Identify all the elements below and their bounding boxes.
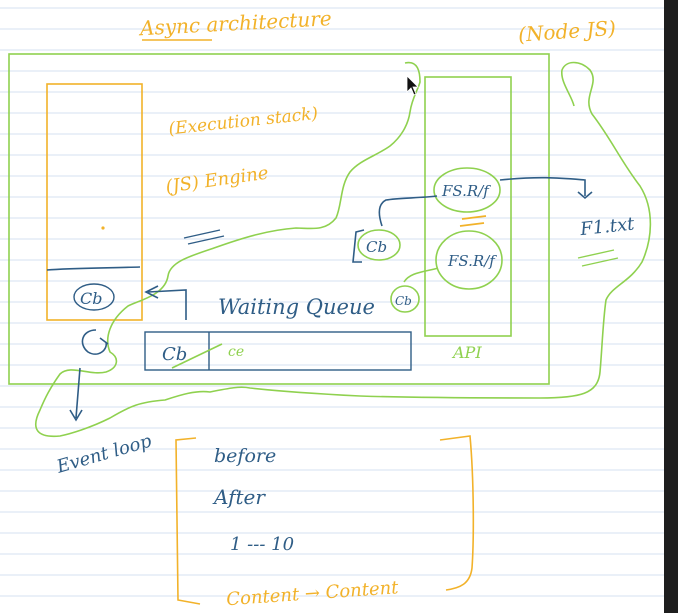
event-loop-arrow: [69, 367, 83, 422]
range-text: 1 --- 10: [230, 534, 294, 555]
fs-to-file-arrow: [499, 176, 593, 200]
fs-equals-mark: [459, 215, 487, 227]
fs-read-text-1: FS.R/f: [441, 182, 491, 200]
fs-read-text-2: FS.R/f: [447, 252, 497, 270]
fs-read-circle-2: [435, 230, 503, 290]
cb-q2-text: ce: [228, 344, 244, 360]
api-box: [424, 76, 512, 337]
stack-divider: [46, 266, 141, 271]
node-frame: [8, 53, 550, 385]
cb-bracket: [352, 229, 365, 263]
event-loop-text: Event loop: [54, 430, 155, 477]
js-engine-text: (JS) Engine: [164, 163, 269, 198]
cb-stack-circle: [73, 283, 115, 311]
content-text: Content → Content: [226, 577, 400, 610]
api-text: API: [451, 343, 482, 362]
stack-dot: [101, 226, 105, 230]
file-text: F1.txt: [578, 213, 636, 240]
cursor-arrow-icon: [406, 75, 419, 96]
cb-right-text: Cb: [395, 294, 412, 308]
bottom-bracket: [175, 437, 201, 605]
node-text: (Node JS): [517, 16, 616, 47]
cb-left-circle: [357, 229, 401, 261]
cb-left-text: Cb: [366, 238, 387, 256]
fs-read-circle-1: [433, 167, 501, 213]
cb-stack-text: Cb: [80, 289, 102, 308]
queue-box: [144, 331, 412, 371]
green-flow-path: [35, 61, 652, 438]
fs-to-cb-right-line: [403, 267, 439, 283]
cb-q1-text: Cb: [162, 344, 187, 365]
before-text: before: [214, 445, 276, 467]
execution-stack-box: [46, 83, 143, 321]
after-text: After: [212, 485, 266, 509]
fs-to-cb-line: [378, 195, 438, 227]
queue-to-stack-arrow: [144, 285, 187, 320]
event-loop-swirl: [81, 329, 109, 355]
scrollbar-track[interactable]: [664, 0, 678, 613]
queue-strike: [171, 343, 223, 369]
waiting-queue-text: Waiting Queue: [218, 295, 375, 319]
engine-underline: [183, 229, 225, 245]
title-text: Async architecture: [137, 6, 332, 40]
cb-right-circle: [390, 285, 420, 313]
file-underline: [577, 249, 619, 267]
ruled-lines: [0, 7, 664, 597]
bottom-bracket-right: [439, 435, 475, 591]
